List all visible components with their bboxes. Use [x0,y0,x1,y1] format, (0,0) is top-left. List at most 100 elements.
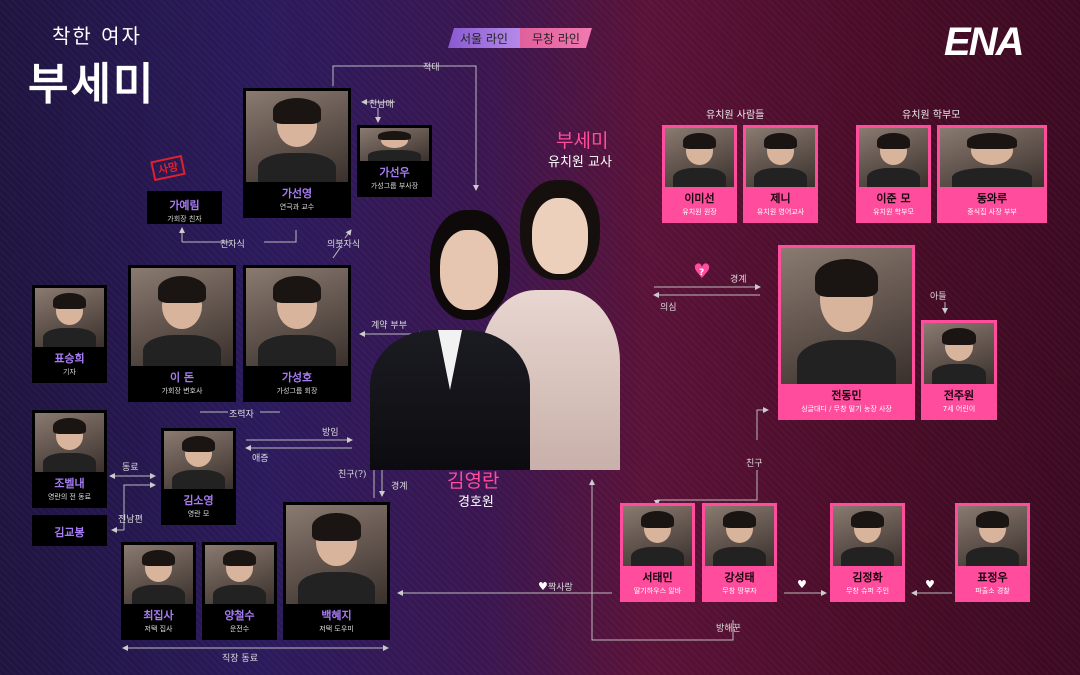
character-role: 7세 어린이 [942,405,976,413]
character-role: 저택 집사 [144,625,173,633]
character-name: 가예림 [169,199,200,212]
character-name: 제니 [770,192,791,205]
character-name: 양철수 [224,609,255,622]
character-name: 최집사 [143,609,174,622]
lead-busemi-role: 유치원 교사 [548,155,612,170]
character-name: 서태민 [642,571,673,584]
relation-label: 조력자 [229,410,254,420]
ena-logo: ENA [944,20,1024,64]
character-name: 가선영 [281,187,313,200]
character-name: 이준 모 [876,192,911,205]
character-name: 표정우 [977,571,1008,584]
character-role: 유치원 영어교사 [756,208,805,216]
character-name: 동와루 [976,192,1008,205]
lead-busemi-name: 부세미 [556,130,609,152]
relation-label: 의심 [660,303,677,313]
relation-label: 아들 [930,292,947,302]
show-title-large: 부세미 [28,59,156,110]
character-portrait [958,506,1027,566]
character-portrait [286,505,387,604]
show-title-small: 착한 여자 [52,24,142,48]
character-card[interactable]: 전주원 7세 어린이 [921,320,997,420]
character-portrait [940,128,1044,187]
character-portrait [705,506,774,566]
character-name: 이미선 [684,192,715,205]
character-portrait [623,506,692,566]
relation-label: 방해꾼 [716,624,741,634]
character-role: 무창 땅부자 [722,587,757,595]
relation-label: 친남매 [369,100,394,110]
character-portrait [164,431,233,489]
character-name: 김교봉 [54,526,85,539]
character-portrait [205,545,274,604]
character-card[interactable]: 김교봉 [32,515,107,546]
character-portrait [859,128,928,187]
character-name: 이 돈 [169,371,195,384]
character-role: 저택 도우미 [319,625,354,633]
character-portrait [781,248,912,384]
character-role: 유치원 학부모 [873,208,914,216]
character-portrait [360,128,429,161]
character-name: 전동민 [831,389,862,402]
relation-label: 짝사랑 [548,583,573,593]
character-role: 가회장 변호사 [161,387,203,395]
question-heart-icon: ♥? [693,259,711,283]
character-role: 딸기하우스 알바 [633,587,682,595]
character-name: 김정화 [852,571,883,584]
lead-kimyoungran-name: 김영란 [447,470,500,492]
relation-label: 경계 [730,275,747,285]
character-portrait [924,323,994,384]
tab-muchang-line[interactable]: 무창 라인 [520,28,592,48]
relation-label: 의붓자식 [327,240,361,250]
character-role: 파출소 경찰 [975,587,1010,595]
character-role: 무창 슈퍼 주인 [845,587,890,595]
relation-label: 친자식 [220,240,245,250]
lead-figures [360,170,620,470]
character-role: 중식집 사장 부부 [967,208,1017,216]
character-role: 유치원 원장 [682,208,717,216]
group-label-kindergarten-people: 유치원 사람들 [706,110,765,121]
question-mark: ? [699,268,705,278]
relation-label: 친구(?) [338,470,367,480]
tab-seoul-line[interactable]: 서울 라인 [448,28,520,48]
character-portrait [246,91,348,182]
relation-label: 직장 동료 [222,654,258,664]
character-name: 표승희 [54,352,85,365]
character-name: 강성태 [724,571,755,584]
heart-icon: ♥ [797,578,807,591]
character-name: 가성호 [281,371,313,384]
character-portrait [131,268,233,366]
character-portrait [746,128,815,187]
heart-icon: ♥ [925,578,935,591]
character-name: 김소영 [183,494,214,507]
character-portrait [35,288,104,347]
character-role: 운전수 [229,625,250,633]
character-portrait [124,545,193,604]
character-name: 전주원 [943,389,975,402]
character-name: 조벨내 [54,477,85,490]
character-role: 영란 모 [187,510,210,518]
relation-label: 친구 [746,459,763,469]
heart-icon: ♥ [538,580,548,593]
